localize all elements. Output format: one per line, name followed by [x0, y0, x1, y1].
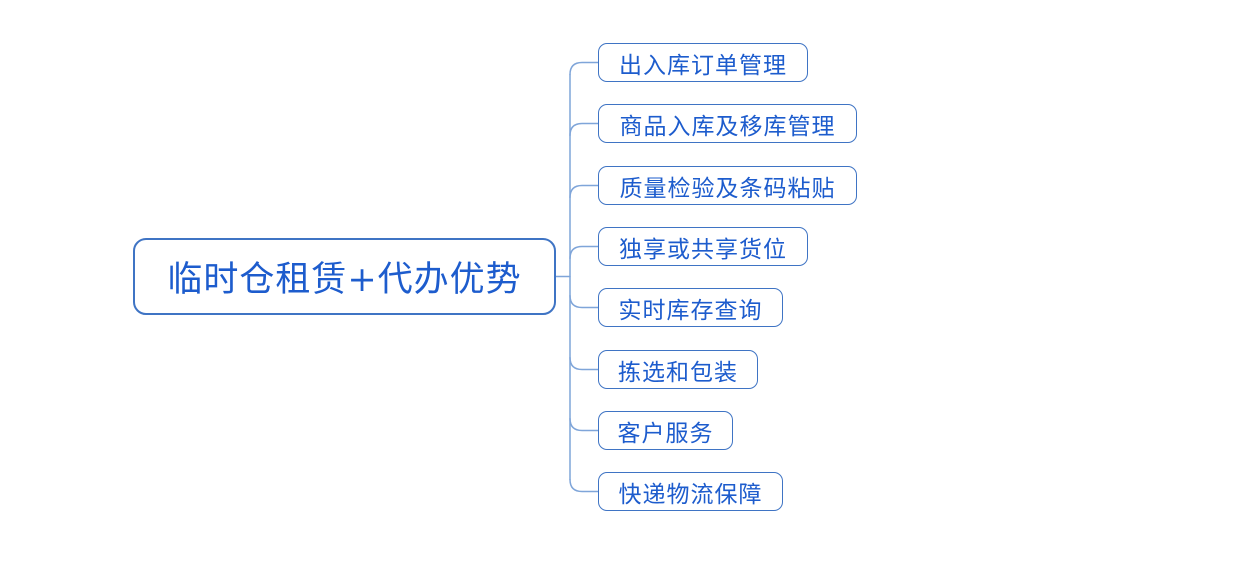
branch-connector-2 [569, 122, 599, 137]
child-node-label: 质量检验及条码粘贴 [619, 175, 836, 202]
child-node-6[interactable]: 拣选和包装 [598, 350, 758, 389]
child-node-2[interactable]: 商品入库及移库管理 [598, 104, 857, 143]
child-node-label: 客户服务 [617, 420, 714, 447]
branch-connector-1 [569, 61, 599, 76]
child-node-5[interactable]: 实时库存查询 [598, 288, 783, 327]
child-node-1[interactable]: 出入库订单管理 [598, 43, 808, 82]
branch-connector-3 [569, 184, 599, 199]
child-node-4[interactable]: 独享或共享货位 [598, 227, 808, 266]
branch-connector-6 [569, 356, 599, 371]
child-node-3[interactable]: 质量检验及条码粘贴 [598, 166, 857, 205]
branch-connector-5 [569, 294, 599, 309]
child-node-label: 实时库存查询 [618, 297, 763, 324]
root-node[interactable]: 临时仓租赁+代办优势 [133, 238, 556, 315]
child-node-label: 独享或共享货位 [619, 236, 787, 263]
root-node-label: 临时仓租赁+代办优势 [167, 260, 522, 300]
child-node-7[interactable]: 客户服务 [598, 411, 733, 450]
branch-connector-4 [569, 245, 599, 260]
branch-connector-7 [569, 417, 599, 432]
branch-connector-8 [569, 478, 599, 493]
child-node-label: 出入库订单管理 [619, 52, 787, 79]
child-node-label: 快递物流保障 [618, 481, 763, 508]
child-node-label: 商品入库及移库管理 [619, 113, 836, 140]
child-node-8[interactable]: 快递物流保障 [598, 472, 783, 511]
child-node-label: 拣选和包装 [618, 359, 738, 386]
